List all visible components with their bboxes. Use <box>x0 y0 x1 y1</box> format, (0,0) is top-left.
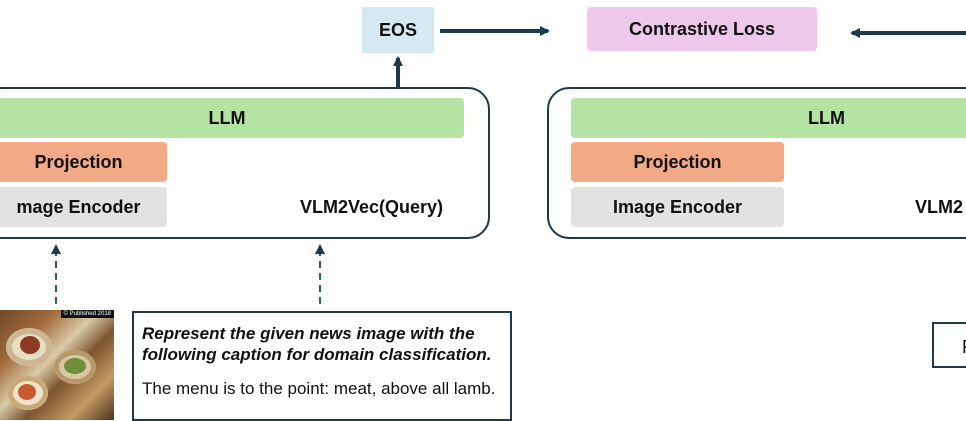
contrastive-loss-box: Contrastive Loss <box>587 7 817 51</box>
food-shape <box>20 336 40 354</box>
eos-label: EOS <box>378 19 417 40</box>
contrastive-loss-label: Contrastive Loss <box>628 18 776 39</box>
target-llm-block: LLM <box>571 98 966 138</box>
query-news-image: © Published 2018 <box>0 310 114 420</box>
query-projection-label: Projection <box>34 151 123 172</box>
target-projection-label: Projection <box>633 151 722 172</box>
eos-token-box: EOS <box>362 7 434 53</box>
target-projection-block: Projection <box>571 142 784 182</box>
query-image-encoder-block: mage Encoder <box>0 187 167 227</box>
query-llm-block: LLM <box>0 98 464 138</box>
target-text-box: F <box>932 322 966 368</box>
target-image-encoder-block: Image Encoder <box>571 187 784 227</box>
query-text-box: Represent the given news image with the … <box>132 311 512 421</box>
query-caption: The menu is to the point: meat, above al… <box>142 379 496 398</box>
query-llm-label: LLM <box>208 107 246 128</box>
image-copyright-badge: © Published 2018 <box>60 310 114 318</box>
target-llm-label: LLM <box>808 107 845 128</box>
query-model-name: VLM2Vec(Query) <box>300 197 444 217</box>
food-shape <box>64 358 86 374</box>
target-text-partial: F <box>962 337 966 357</box>
target-model-name: VLM2 <box>915 197 964 217</box>
query-image-encoder-label: mage Encoder <box>16 196 141 217</box>
target-image-encoder-label: Image Encoder <box>612 196 743 217</box>
food-shape <box>18 384 36 400</box>
query-projection-block: Projection <box>0 142 167 182</box>
query-instruction: Represent the given news image with the … <box>142 324 492 364</box>
